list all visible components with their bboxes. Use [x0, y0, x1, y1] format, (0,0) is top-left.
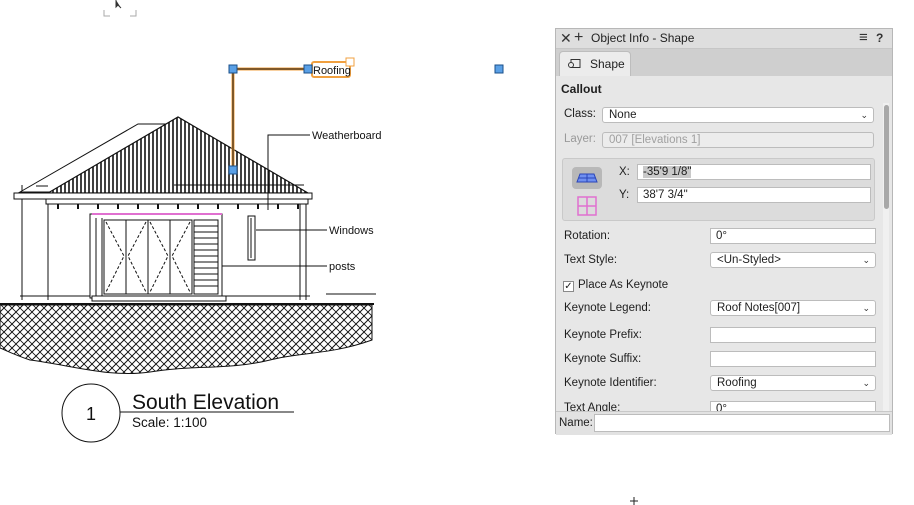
- palette-tab-bar: Shape: [556, 49, 892, 76]
- y-label: Y:: [619, 189, 630, 201]
- ground-hatch: [0, 293, 376, 375]
- section-title: Callout: [561, 82, 602, 96]
- shape-icon: [568, 59, 581, 68]
- object-info-palette[interactable]: ✕ + Object Info - Shape ≡ ? Shape Callou…: [555, 28, 893, 435]
- text-angle-input[interactable]: 0°: [710, 401, 876, 411]
- keynote-legend-label: Keynote Legend:: [564, 302, 651, 314]
- house-elevation: [13, 116, 313, 302]
- callout-windows-text[interactable]: Windows: [329, 225, 374, 237]
- name-input[interactable]: [594, 414, 890, 432]
- x-value: -35'9 1/8": [643, 166, 692, 178]
- chevron-down-icon: ⌄: [862, 378, 870, 388]
- rotation-value: 0°: [716, 230, 727, 242]
- callout-roofing-text[interactable]: Roofing: [313, 65, 351, 77]
- cursor-icon: [103, 0, 137, 17]
- tab-shape-label: Shape: [590, 57, 625, 71]
- keynote-suffix-label: Keynote Suffix:: [564, 353, 642, 365]
- title-block-title: South Elevation: [132, 391, 279, 414]
- name-label: Name:: [559, 417, 593, 429]
- keynote-identifier-value: Roofing: [717, 377, 757, 389]
- roofing-callout-selected[interactable]: [228, 57, 504, 175]
- callout-posts-text[interactable]: posts: [329, 261, 356, 273]
- name-bar: Name:: [556, 411, 892, 435]
- keynote-prefix-label: Keynote Prefix:: [564, 329, 642, 341]
- drawing-title-block[interactable]: 1 South Elevation Scale: 1:100: [61, 383, 294, 443]
- clipped-row: Text Angle: 0°: [556, 399, 882, 411]
- rotation-input[interactable]: 0°: [710, 228, 876, 244]
- palette-titlebar[interactable]: ✕ + Object Info - Shape ≡ ?: [556, 29, 892, 49]
- layer-select: 007 [Elevations 1]: [602, 132, 874, 148]
- layer-label: Layer:: [564, 133, 596, 145]
- place-as-keynote-label[interactable]: Place As Keynote: [578, 279, 669, 291]
- add-icon[interactable]: +: [574, 29, 584, 46]
- title-block-number: 1: [86, 404, 96, 424]
- keynote-prefix-input[interactable]: [710, 327, 876, 343]
- perspective-plane-icon: [576, 173, 598, 183]
- x-label: X:: [619, 166, 630, 178]
- keynote-legend-value: Roof Notes[007]: [717, 302, 801, 314]
- layer-value: 007 [Elevations 1]: [609, 134, 701, 146]
- callout-weatherboard-text[interactable]: Weatherboard: [312, 130, 382, 142]
- selection-handle[interactable]: [228, 64, 238, 74]
- position-box: X: -35'9 1/8" Y: 38'7 3/4": [562, 158, 875, 221]
- selection-handle[interactable]: [303, 64, 313, 74]
- tab-shape[interactable]: Shape: [559, 51, 631, 76]
- callout-leaders: [222, 134, 327, 267]
- help-icon[interactable]: ?: [876, 31, 884, 45]
- selection-handle[interactable]: [494, 64, 504, 74]
- keynote-identifier-select[interactable]: Roofing ⌄: [710, 375, 876, 391]
- keynote-legend-select[interactable]: Roof Notes[007] ⌄: [710, 300, 876, 316]
- title-block-scale: Scale: 1:100: [132, 415, 207, 430]
- text-angle-label: Text Angle:: [564, 402, 621, 411]
- class-value: None: [609, 109, 637, 121]
- class-label: Class:: [564, 108, 596, 120]
- chevron-down-icon: ⌄: [862, 255, 870, 265]
- text-style-select[interactable]: <Un-Styled> ⌄: [710, 252, 876, 268]
- text-style-value: <Un-Styled>: [717, 254, 781, 266]
- crosshair-icon: [630, 497, 638, 505]
- palette-title: Object Info - Shape: [591, 31, 695, 45]
- selection-handle[interactable]: [228, 165, 238, 175]
- class-select[interactable]: None ⌄: [602, 107, 874, 123]
- y-value: 38'7 3/4": [643, 189, 688, 201]
- grid-reference-icon[interactable]: [577, 196, 597, 216]
- place-as-keynote-checkbox[interactable]: ✓: [563, 281, 574, 292]
- x-coordinate-input[interactable]: -35'9 1/8": [637, 164, 871, 180]
- keynote-identifier-label: Keynote Identifier:: [564, 377, 657, 389]
- scrollbar-track[interactable]: [883, 103, 889, 411]
- chevron-down-icon: ⌄: [862, 303, 870, 313]
- close-icon[interactable]: ✕: [560, 30, 572, 46]
- text-style-label: Text Style:: [564, 254, 618, 266]
- bounding-box-button[interactable]: [572, 167, 602, 189]
- keynote-suffix-input[interactable]: [710, 351, 876, 367]
- menu-icon[interactable]: ≡: [859, 29, 868, 46]
- chevron-down-icon: ⌄: [860, 110, 868, 120]
- rotation-label: Rotation:: [564, 230, 611, 242]
- text-angle-value: 0°: [716, 403, 727, 411]
- y-coordinate-input[interactable]: 38'7 3/4": [637, 187, 871, 203]
- scrollbar-thumb[interactable]: [884, 105, 889, 209]
